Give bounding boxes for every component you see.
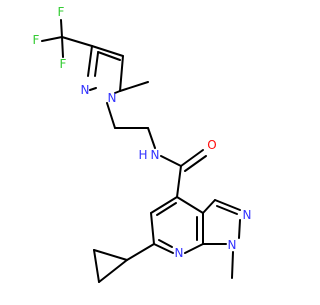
- bond-c5-c4-inner: [156, 202, 177, 216]
- bond-c7a-npy: [184, 243, 204, 254]
- bond-c5-methyl: [119, 81, 149, 92]
- bond-c6-cp: [126, 243, 155, 261]
- bond-c5-c4: [150, 196, 178, 214]
- bond-c3-c4: [91, 45, 124, 57]
- bond-c-o-a: [180, 149, 204, 167]
- bond-nh-c: [160, 155, 182, 167]
- bond-c3-n2: [214, 199, 241, 211]
- bond-cf3-c3: [61, 36, 93, 47]
- molecule-structure-diagram: F F F N N N H O N N N: [33, 5, 252, 283]
- bond-n1-ch2: [106, 102, 116, 129]
- atom-label-n-pyridine: N: [175, 246, 184, 260]
- bond-cp-c: [98, 259, 128, 283]
- bond-c3a-c3: [202, 199, 216, 214]
- bond-c-f-bottom: [61, 36, 64, 58]
- atom-label-n-pyrazole-2: N: [81, 83, 90, 97]
- bond-cp-b: [93, 249, 100, 283]
- atom-label-f-bottom: F: [60, 57, 67, 71]
- bond-c4-c3a: [176, 196, 204, 214]
- atom-label-n-amide: N: [151, 148, 160, 162]
- bond-n2-c3: [87, 45, 93, 77]
- bond-c-f-top: [60, 19, 63, 38]
- atom-label-o-carbonyl: O: [207, 138, 216, 152]
- bond-c-c4-ring: [176, 165, 182, 198]
- structure-canvas: F F F N N N H O N N N: [33, 5, 252, 283]
- bond-c3-n2-inner: [216, 205, 238, 215]
- bond-n1-methyl: [231, 251, 234, 279]
- bond-c-o-b: [184, 155, 207, 172]
- atom-label-f-top: F: [58, 5, 65, 19]
- bond-cp-a: [93, 249, 128, 261]
- bond-c3-c4-inner: [97, 51, 121, 61]
- bond-n2-c3-inner: [94, 52, 99, 77]
- atom-label-h-amide: H: [138, 148, 147, 162]
- atom-label-n-pyrazole-1: N: [108, 91, 117, 105]
- bond-c-f-left: [41, 36, 63, 42]
- bond-npy-c6-inner: [158, 239, 173, 248]
- bond-n2-n1: [238, 219, 241, 239]
- atom-label-n-core-1: N: [228, 238, 237, 252]
- atom-label-layer: F F F N N N H O N N N: [33, 5, 252, 260]
- bond-layer: [41, 19, 241, 283]
- bond-npy-c6: [153, 243, 174, 254]
- bond-c4-c5: [119, 55, 124, 92]
- bond-c6-c5: [150, 212, 155, 245]
- bond-n1-n2: [89, 87, 97, 91]
- atom-label-n-core-2: N: [243, 208, 252, 222]
- bond-ch2-nh: [147, 127, 156, 149]
- atom-label-f-left: F: [33, 33, 40, 47]
